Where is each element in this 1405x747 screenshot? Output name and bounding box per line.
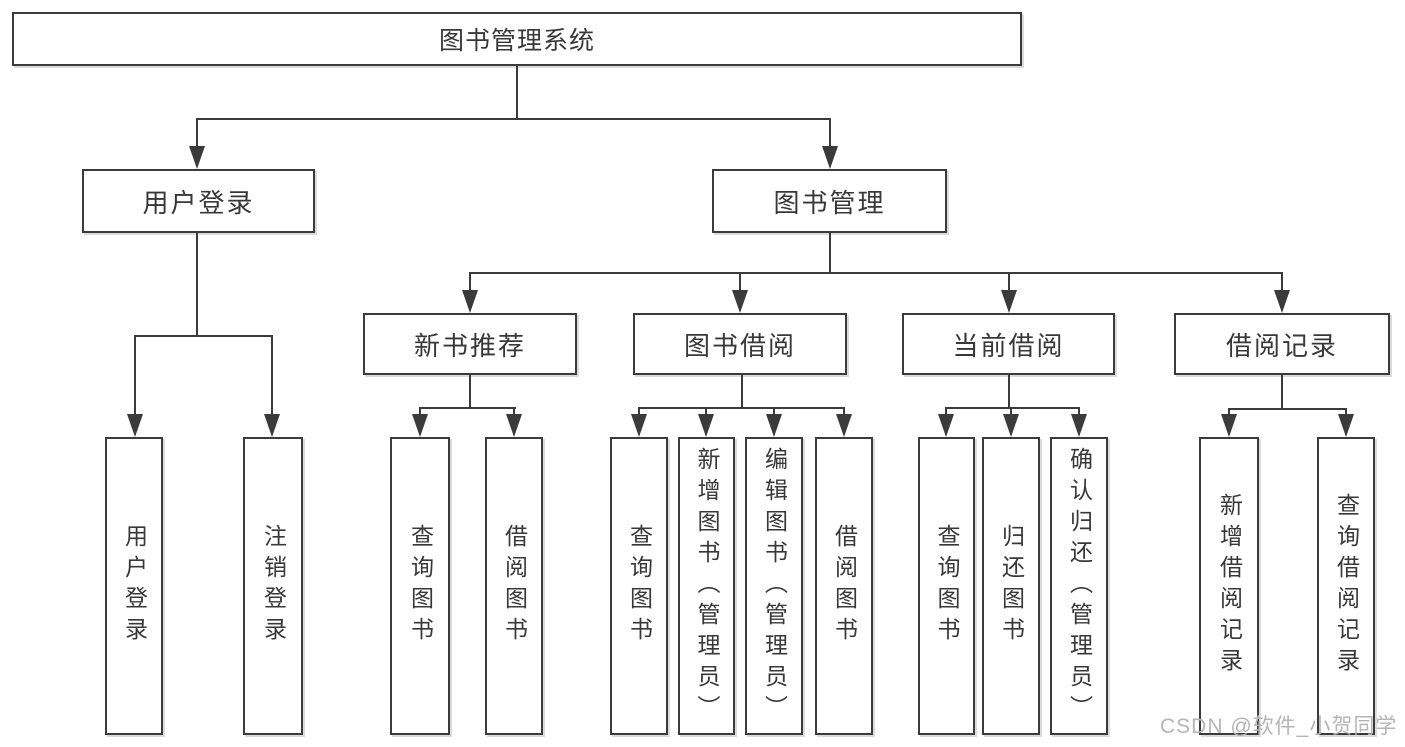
connector-line	[741, 375, 743, 407]
arrow-down-icon	[732, 290, 748, 313]
node-label: 查询图书	[626, 524, 653, 648]
arrow-down-icon	[1071, 414, 1087, 437]
connector-line	[134, 335, 136, 416]
node-label: 用户登录	[142, 187, 255, 218]
arrow-down-icon	[836, 414, 852, 437]
connector-line	[469, 272, 471, 292]
connector-line	[419, 407, 516, 409]
arrow-down-icon	[698, 414, 714, 437]
connector-line	[945, 407, 947, 416]
node-leaf-rec-query-book: 查询图书	[390, 437, 450, 735]
connector-line	[469, 375, 471, 407]
arrow-down-icon	[1003, 414, 1019, 437]
node-leaf-bb-query-book: 查询图书	[610, 437, 668, 735]
arrow-down-icon	[631, 414, 647, 437]
node-leaf-logout: 注销登录	[243, 437, 303, 735]
arrow-down-icon	[1338, 414, 1354, 437]
connector-line	[739, 272, 741, 292]
node-leaf-user-login: 用户登录	[105, 437, 163, 735]
connector-line	[829, 118, 831, 148]
node-label: 新增图书（管理员）	[694, 446, 720, 726]
connector-line	[1228, 408, 1347, 410]
node-label: 图书管理系统	[438, 27, 595, 55]
node-leaf-cb-confirm-return-admin: 确认归还（管理员）	[1050, 437, 1108, 735]
node-label: 借阅图书	[501, 524, 528, 648]
connector-line	[1008, 375, 1010, 407]
connector-line	[843, 407, 845, 416]
node-label: 借阅记录	[1225, 330, 1338, 361]
connector-line	[197, 118, 831, 120]
node-label: 新书推荐	[413, 330, 526, 361]
node-library-management-system: 图书管理系统	[12, 12, 1022, 66]
connector-line	[1281, 375, 1283, 408]
node-leaf-cb-query-book: 查询图书	[918, 437, 975, 735]
arrow-down-icon	[506, 414, 522, 437]
node-borrowing-records: 借阅记录	[1174, 313, 1390, 375]
node-label: 确认归还（管理员）	[1066, 446, 1093, 726]
connector-line	[1345, 408, 1347, 416]
node-current-borrowing: 当前借阅	[902, 313, 1115, 375]
connector-line	[196, 118, 198, 148]
node-new-book-recommendation: 新书推荐	[363, 313, 577, 375]
node-leaf-br-query-record: 查询借阅记录	[1317, 437, 1375, 735]
connector-line	[773, 407, 775, 416]
node-leaf-rec-borrow-book: 借阅图书	[485, 437, 543, 735]
arrow-down-icon	[412, 414, 428, 437]
node-leaf-bb-add-book-admin: 新增图书（管理员）	[678, 437, 735, 735]
connector-line	[638, 407, 640, 416]
node-leaf-bb-edit-book-admin: 编辑图书（管理员）	[745, 437, 803, 735]
node-book-management: 图书管理	[712, 169, 947, 233]
connector-line	[196, 233, 198, 335]
connector-line	[829, 233, 831, 272]
connector-line	[419, 407, 421, 416]
connector-line	[1228, 408, 1230, 416]
node-label: 新增借阅记录	[1216, 493, 1243, 679]
node-label: 当前借阅	[952, 330, 1065, 361]
node-user-login: 用户登录	[82, 169, 315, 233]
connector-line	[638, 407, 845, 409]
node-label: 注销登录	[260, 524, 287, 648]
connector-line	[1281, 272, 1283, 292]
arrow-down-icon	[1274, 290, 1290, 313]
node-label: 归还图书	[998, 524, 1025, 648]
arrow-down-icon	[462, 290, 478, 313]
node-label: 查询借阅记录	[1333, 493, 1360, 679]
node-label: 用户登录	[121, 524, 148, 648]
node-label: 图书借阅	[683, 330, 796, 361]
arrow-down-icon	[189, 146, 205, 169]
arrow-down-icon	[1221, 414, 1237, 437]
csdn-watermark: CSDN @软件_小贺同学	[1160, 715, 1398, 738]
node-label: 编辑图书（管理员）	[761, 446, 788, 726]
node-leaf-cb-return-book: 归还图书	[982, 437, 1040, 735]
arrow-down-icon	[938, 414, 954, 437]
connector-line	[134, 335, 273, 337]
arrow-down-icon	[264, 414, 280, 437]
connector-line	[945, 407, 1080, 409]
arrow-down-icon	[822, 146, 838, 169]
connector-line	[516, 66, 518, 118]
connector-line	[271, 335, 273, 416]
connector-line	[513, 407, 515, 416]
node-label: 借阅图书	[831, 524, 858, 648]
node-label: 查询图书	[934, 524, 960, 648]
node-label: 查询图书	[407, 524, 434, 648]
connector-line	[1008, 272, 1010, 292]
node-book-borrowing: 图书借阅	[633, 313, 847, 375]
arrow-down-icon	[766, 414, 782, 437]
connector-line	[705, 407, 707, 416]
connector-line	[1010, 407, 1012, 416]
node-label: 图书管理	[773, 187, 886, 218]
connector-line	[1078, 407, 1080, 416]
node-leaf-br-add-record: 新增借阅记录	[1199, 437, 1259, 735]
arrow-down-icon	[1001, 290, 1017, 313]
connector-line	[469, 272, 1283, 274]
node-leaf-bb-borrow-book: 借阅图书	[815, 437, 873, 735]
arrow-down-icon	[127, 414, 143, 437]
